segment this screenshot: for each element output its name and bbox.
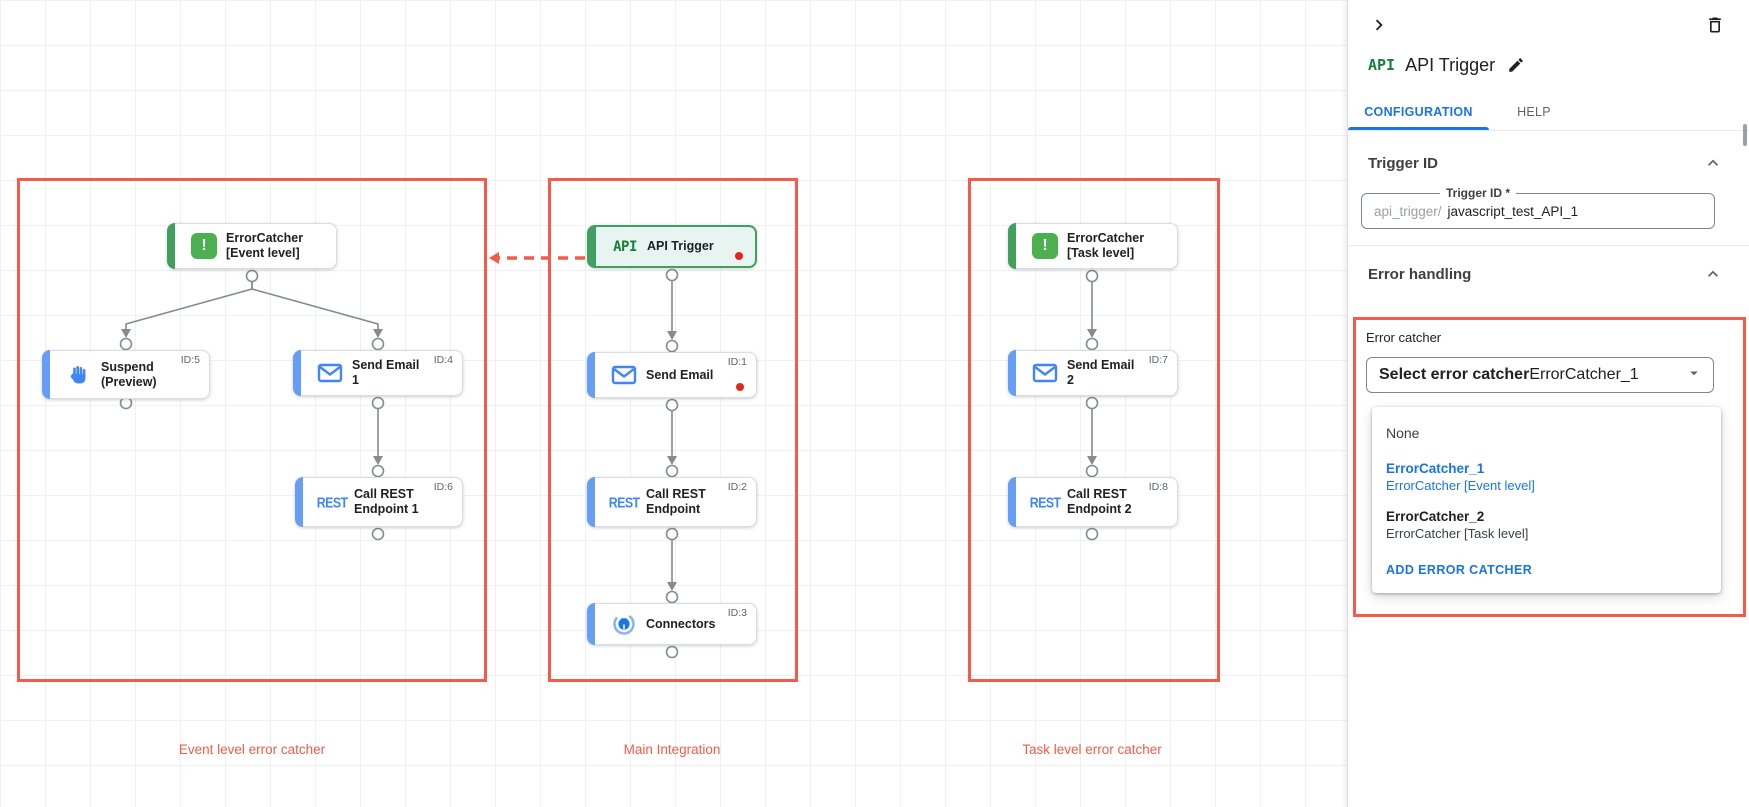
trigger-id-value: javascript_test_API_1	[1447, 203, 1579, 219]
node-stripe	[1008, 223, 1016, 269]
task-id-badge: ID:8	[1148, 481, 1168, 493]
task-id-badge: ID:4	[433, 354, 453, 366]
collapse-section-icon[interactable]	[1703, 153, 1723, 173]
task-level-group-outline	[968, 178, 1220, 682]
select-floating-label: Select error catcher	[1379, 366, 1530, 383]
connectors-icon	[610, 612, 638, 636]
collapse-section-icon[interactable]	[1703, 264, 1723, 284]
node-connectors[interactable]: Connectors ID:3	[587, 603, 757, 645]
group-label-task-level: Task level error catcher	[1022, 742, 1162, 757]
node-stripe	[42, 350, 50, 399]
tab-configuration[interactable]: CONFIGURATION	[1348, 94, 1489, 130]
trigger-id-input[interactable]: Trigger ID * api_trigger/ javascript_tes…	[1361, 186, 1715, 229]
email-icon	[610, 364, 638, 386]
node-send-email-2[interactable]: Send Email 2 ID:7	[1008, 350, 1178, 396]
add-error-catcher-button[interactable]: ADD ERROR CATCHER	[1386, 563, 1533, 577]
main-integration-group-outline	[548, 178, 798, 682]
panel-title: API Trigger	[1405, 54, 1496, 75]
delete-trigger-button[interactable]	[1703, 13, 1727, 37]
alert-dot	[735, 252, 743, 260]
rest-icon: REST	[316, 493, 348, 511]
node-stripe	[587, 352, 595, 398]
task-id-badge: ID:1	[727, 356, 747, 368]
node-call-rest-endpoint[interactable]: REST Call REST Endpoint ID:2	[587, 477, 757, 527]
node-stripe	[293, 350, 301, 396]
node-stripe	[587, 477, 595, 527]
error-catcher-dropdown-menu: None ErrorCatcher_1 ErrorCatcher [Event …	[1372, 407, 1721, 593]
panel-toolbar	[1348, 0, 1749, 38]
node-call-rest-endpoint-1[interactable]: REST Call REST Endpoint 1 ID:6	[295, 477, 463, 527]
error-catcher-icon: !	[1031, 233, 1059, 259]
collapse-panel-button[interactable]	[1366, 12, 1392, 38]
node-stripe	[1008, 477, 1016, 527]
edges-layer	[119, 252, 1099, 659]
menu-item-errorcatcher-2[interactable]: ErrorCatcher_2 ErrorCatcher [Task level]	[1386, 509, 1529, 541]
section-title: Trigger ID	[1368, 154, 1439, 172]
node-api-trigger[interactable]: API API Trigger	[587, 225, 757, 268]
api-logo-icon: API	[1368, 56, 1396, 74]
node-stripe	[167, 223, 175, 269]
error-handling-section-header: Error handling	[1348, 246, 1749, 284]
node-stripe	[1008, 350, 1016, 396]
error-catcher-icon: !	[190, 233, 218, 259]
trigger-config-panel: API API Trigger CONFIGURATION HELP Trigg…	[1347, 0, 1749, 807]
task-id-badge: ID:5	[180, 354, 200, 366]
task-id-badge: ID:2	[727, 481, 747, 493]
integration-canvas[interactable]: ! ErrorCatcher [Event level] Suspend (Pr…	[0, 0, 1347, 807]
edge-arrowheads	[121, 329, 1097, 591]
group-label-event-level: Event level error catcher	[178, 742, 326, 757]
trigger-id-prefix: api_trigger/	[1374, 203, 1442, 219]
node-stripe	[587, 603, 595, 645]
event-level-group-outline	[17, 178, 487, 682]
section-divider	[1348, 245, 1749, 246]
email-icon	[316, 362, 344, 384]
panel-scrollbar[interactable]	[1743, 124, 1747, 146]
task-id-badge: ID:7	[1148, 354, 1168, 366]
hand-suspend-icon	[65, 363, 93, 387]
edit-title-button[interactable]	[1505, 54, 1527, 76]
task-id-badge: ID:3	[727, 607, 747, 619]
menu-item-none[interactable]: None	[1386, 425, 1420, 441]
node-send-email-1[interactable]: Send Email 1 ID:4	[293, 350, 463, 396]
trigger-id-field-label: Trigger ID *	[1440, 186, 1517, 200]
api-icon: API	[613, 238, 637, 255]
select-value: ErrorCatcher_1	[1529, 366, 1639, 383]
group-label-main-integration: Main Integration	[623, 742, 721, 757]
rest-icon: REST	[608, 493, 640, 511]
trigger-id-section-header: Trigger ID	[1348, 131, 1749, 173]
node-error-catcher-event[interactable]: ! ErrorCatcher [Event level]	[167, 223, 337, 269]
node-error-catcher-task[interactable]: ! ErrorCatcher [Task level]	[1008, 223, 1178, 269]
chevron-down-icon	[1685, 364, 1703, 387]
section-title: Error handling	[1368, 265, 1472, 283]
edge-lines	[125, 281, 1093, 582]
node-send-email[interactable]: Send Email ID:1	[587, 352, 757, 398]
error-catcher-highlight-outline: Error catcher Select error catcher Error…	[1353, 317, 1746, 617]
menu-item-errorcatcher-1[interactable]: ErrorCatcher_1 ErrorCatcher [Event level…	[1386, 461, 1535, 493]
email-icon	[1031, 362, 1059, 384]
connector-ports[interactable]	[119, 268, 1099, 659]
node-suspend[interactable]: Suspend (Preview) ID:5	[42, 350, 210, 399]
task-id-badge: ID:6	[433, 481, 453, 493]
panel-tabs: CONFIGURATION HELP	[1348, 94, 1749, 131]
node-stripe	[588, 226, 596, 267]
rest-icon: REST	[1029, 493, 1061, 511]
error-catcher-link-arrow	[489, 252, 585, 264]
tab-help[interactable]: HELP	[1517, 105, 1551, 119]
error-catcher-group-label: Error catcher	[1366, 330, 1442, 345]
alert-dot	[736, 383, 744, 391]
select-error-catcher[interactable]: Select error catcher ErrorCatcher_1	[1366, 357, 1714, 393]
node-call-rest-endpoint-2[interactable]: REST Call REST Endpoint 2 ID:8	[1008, 477, 1178, 527]
panel-header: API API Trigger	[1348, 38, 1749, 76]
node-stripe	[295, 477, 303, 527]
